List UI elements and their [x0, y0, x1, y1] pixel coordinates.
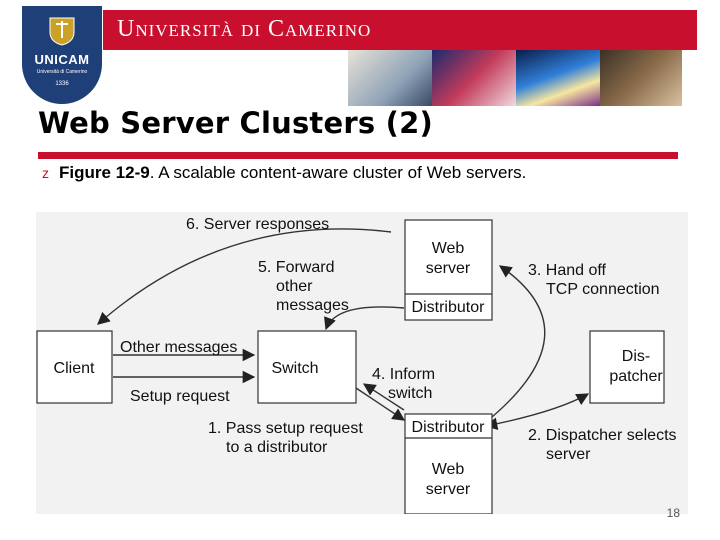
dispatcher-label-1: Dis- — [622, 348, 650, 365]
client-label: Client — [54, 360, 95, 377]
server-responses-arrow — [97, 228, 392, 325]
top-server-box — [404, 219, 493, 321]
figure-caption: z Figure 12-9. A scalable content-aware c… — [42, 163, 526, 183]
photo-lab — [432, 50, 516, 106]
pass-setup-label-2: to a distributor — [226, 439, 328, 456]
bottom-server-label-1: Web — [432, 461, 465, 478]
page-number: 18 — [666, 506, 680, 520]
banner-title: Università di Camerino — [117, 16, 372, 42]
bullet-icon: z — [42, 165, 49, 181]
top-server-label-2: server — [426, 260, 471, 277]
hand-off-arrow — [485, 265, 546, 423]
server-responses-label: 6. Server responses — [186, 216, 329, 233]
forward-label-2: other — [276, 278, 313, 295]
forward-label-3: messages — [276, 297, 349, 314]
dispatcher-box — [589, 330, 665, 404]
hand-off-label-1: 3. Hand off — [528, 262, 607, 279]
title-underline — [38, 152, 678, 159]
logo-subtitle: Università di Camerino — [36, 69, 88, 75]
inform-label-2: switch — [388, 385, 432, 402]
forward-arrow — [324, 306, 405, 331]
dispatcher-selects-arrow — [484, 393, 590, 430]
hand-off-label-2: TCP connection — [546, 281, 660, 298]
dispatcher-selects-label-1: 2. Dispatcher selects — [528, 427, 677, 444]
logo-name: UNICAM — [34, 52, 90, 67]
logo-year: 1336 — [55, 81, 69, 87]
bottom-server-box — [404, 413, 493, 514]
slide-title: Web Server Clusters (2) — [38, 106, 433, 140]
inform-arrow — [362, 383, 405, 411]
dispatcher-selects-label-2: server — [546, 446, 591, 463]
client-box — [36, 330, 113, 404]
other-messages-label: Other messages — [120, 339, 237, 356]
crest-icon — [49, 17, 75, 46]
photo-strip — [348, 50, 682, 106]
pass-setup-label-1: 1. Pass setup request — [208, 420, 363, 437]
top-server-label-1: Web — [432, 240, 465, 257]
caption-text: . A scalable content-aware cluster of We… — [149, 163, 527, 182]
photo-library — [600, 50, 682, 106]
inform-label-1: 4. Inform — [372, 366, 435, 383]
top-distributor-label: Distributor — [412, 299, 486, 316]
photo-light — [516, 50, 600, 106]
bottom-distributor-label: Distributor — [412, 419, 486, 436]
photo-students — [348, 50, 432, 106]
header-banner: Università di Camerino — [103, 10, 697, 50]
dispatcher-label-2: patcher — [609, 368, 663, 385]
cluster-diagram: Client Switch Dis- patcher Web server Di… — [36, 212, 688, 514]
switch-box — [257, 330, 357, 404]
figure-label: Figure 12-9 — [59, 163, 150, 182]
setup-request-label: Setup request — [130, 388, 230, 405]
switch-label: Switch — [271, 360, 318, 377]
bottom-server-label-2: server — [426, 481, 471, 498]
university-logo: UNICAM Università di Camerino 1336 — [22, 6, 102, 104]
forward-label-1: 5. Forward — [258, 259, 334, 276]
